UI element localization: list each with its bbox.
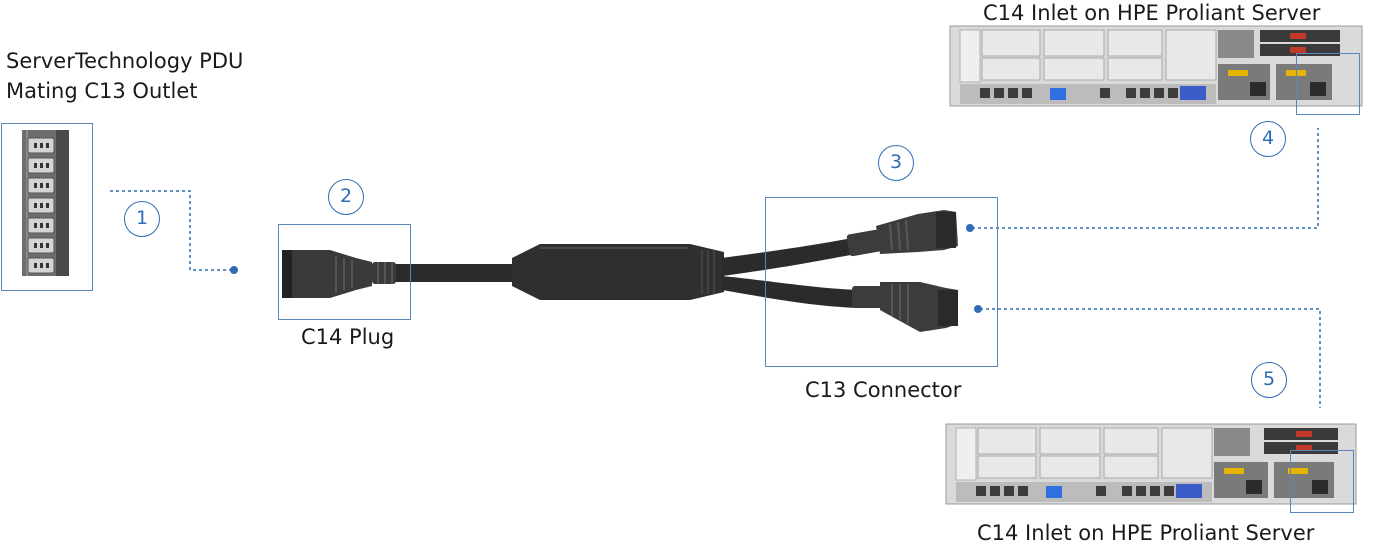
callout-1: 1 [124,201,160,237]
server-bottom-label: C14 Inlet on HPE Proliant Server [977,521,1315,545]
callout-2: 2 [328,179,364,215]
server-top-label: C14 Inlet on HPE Proliant Server [983,1,1321,25]
leader-dot-1 [230,266,238,274]
server-top-image [949,25,1363,107]
callout-4: 4 [1250,121,1286,157]
leader-dot-4 [966,224,974,232]
c13-connector-frame [765,197,998,367]
c14-plug-frame [278,224,411,320]
pdu-frame [1,123,93,291]
y-splitter-cable [392,238,858,308]
leader-line-4 [972,128,1319,229]
c14-plug-image [282,250,396,298]
pdu-label-line1: ServerTechnology PDU [6,49,244,73]
server-bottom-image [945,423,1357,505]
pdu-label-line2: Mating C13 Outlet [6,79,198,103]
server-bottom-inlet-frame [1290,450,1354,513]
leader-lines [110,128,1321,408]
leader-dot-5 [974,305,982,313]
c14-plug-label: C14 Plug [301,325,395,349]
pdu-image [22,130,69,276]
callout-5: 5 [1251,362,1287,398]
c13-connector-upper-image [846,210,958,257]
server-top-inlet-frame [1296,53,1360,115]
callout-3: 3 [878,145,914,181]
leader-line-1 [110,190,234,271]
c13-connector-lower-image [852,282,958,332]
c13-connector-label: C13 Connector [805,378,962,402]
